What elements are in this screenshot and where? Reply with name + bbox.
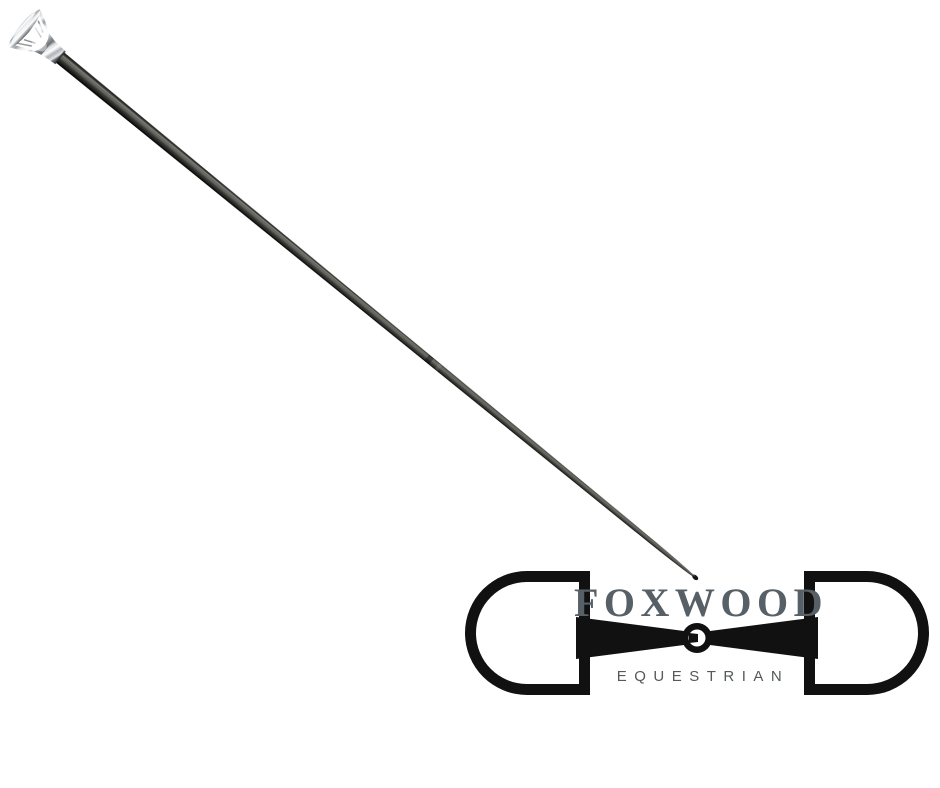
bit-center-joint-icon: [682, 623, 712, 653]
whip-shaft: [41, 40, 697, 579]
right-mouthpiece-bar: [710, 617, 818, 659]
silver-handle-cap: [8, 9, 66, 65]
logo-wordmark: FOXWOOD: [574, 580, 828, 625]
logo-tagline: EQUESTRIAN: [617, 668, 790, 685]
whip-tip: [691, 573, 699, 581]
left-bit-ring-icon: [465, 571, 590, 695]
whip-assembly: [8, 9, 699, 581]
left-mouthpiece-bar: [576, 617, 684, 659]
